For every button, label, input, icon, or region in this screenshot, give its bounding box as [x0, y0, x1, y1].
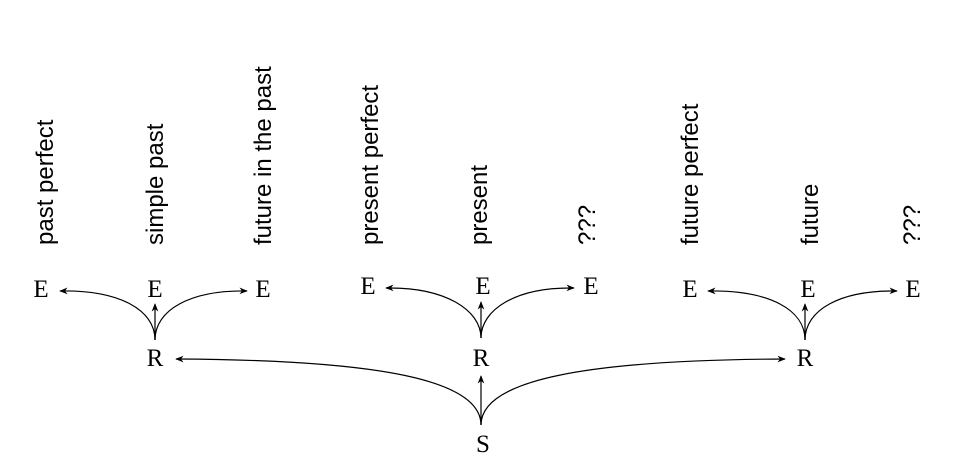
node-e-future-in-past: E: [255, 276, 270, 303]
node-e-unknown-2: E: [905, 276, 920, 303]
arrow-s-to-r-future: [480, 355, 786, 426]
arrow-r-to-e-left: [385, 284, 482, 339]
tense-labels: past perfect simple past future in the p…: [32, 66, 926, 245]
label-unknown-1: ???: [574, 205, 601, 245]
node-s-speech: S: [476, 431, 490, 458]
label-future: future: [797, 184, 824, 245]
arrow-s-to-r-past: [175, 355, 482, 426]
label-future-perfect: future perfect: [677, 103, 704, 245]
arrow-r-to-e-right: [480, 284, 575, 339]
arrow-r-to-e-right: [804, 287, 898, 341]
event-nodes: E E E E E E E E E: [33, 273, 920, 303]
reference-nodes: R R R S: [147, 345, 814, 458]
arrow-r-to-e-left: [59, 287, 156, 341]
node-r-past: R: [147, 345, 164, 372]
node-e-future-perfect: E: [682, 276, 697, 303]
node-e-present-perfect: E: [360, 273, 375, 300]
label-present: present: [466, 165, 493, 245]
node-e-past-perfect: E: [33, 276, 48, 303]
node-r-future: R: [797, 345, 814, 372]
node-r-present: R: [473, 345, 490, 372]
node-e-present: E: [475, 273, 490, 300]
arrow-r-to-e-left: [707, 287, 806, 341]
arrow-r-to-e-right: [154, 287, 248, 341]
node-e-future: E: [800, 276, 815, 303]
label-unknown-2: ???: [899, 205, 926, 245]
node-e-simple-past: E: [147, 276, 162, 303]
label-simple-past: simple past: [142, 123, 169, 245]
label-past-perfect: past perfect: [32, 119, 59, 245]
node-e-unknown-1: E: [583, 273, 598, 300]
arrows: [59, 284, 898, 426]
label-present-perfect: present perfect: [357, 85, 384, 245]
label-future-in-the-past: future in the past: [250, 66, 277, 245]
